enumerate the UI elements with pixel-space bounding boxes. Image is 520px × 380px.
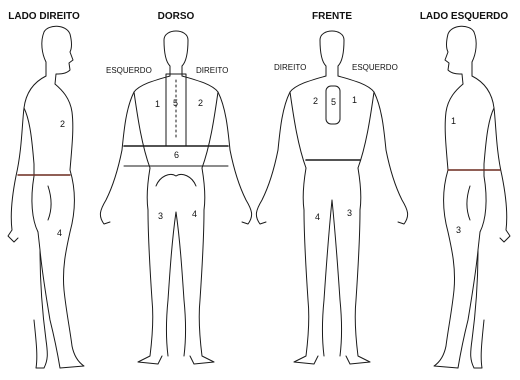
region-number: 2 <box>198 98 203 108</box>
back-right-label: DIREITO <box>196 66 228 75</box>
region-number: 3 <box>347 208 352 218</box>
region-number: 5 <box>331 97 336 107</box>
front-right-label: ESQUERDO <box>352 63 398 72</box>
left-side-figure <box>434 26 510 368</box>
region-number: 3 <box>456 225 461 235</box>
back-title: DORSO <box>158 11 195 22</box>
region-number: 1 <box>352 95 357 105</box>
region-number: 6 <box>174 150 179 160</box>
right-side-figure <box>8 26 84 368</box>
region-number: 4 <box>315 212 320 222</box>
front-left-label: DIREITO <box>274 63 306 72</box>
front-figure <box>256 31 407 364</box>
region-number: 5 <box>173 98 178 108</box>
front-title: FRENTE <box>312 11 352 22</box>
left-side-title: LADO ESQUERDO <box>420 11 509 22</box>
back-figure <box>100 31 251 364</box>
region-number: 1 <box>451 116 456 126</box>
region-number: 2 <box>313 96 318 106</box>
region-number: 4 <box>57 228 62 238</box>
right-side-title: LADO DIREITO <box>8 11 80 22</box>
region-number: 2 <box>60 119 65 129</box>
back-left-label: ESQUERDO <box>106 66 152 75</box>
region-number: 4 <box>192 209 197 219</box>
region-number: 3 <box>158 211 163 221</box>
region-number: 1 <box>155 99 160 109</box>
